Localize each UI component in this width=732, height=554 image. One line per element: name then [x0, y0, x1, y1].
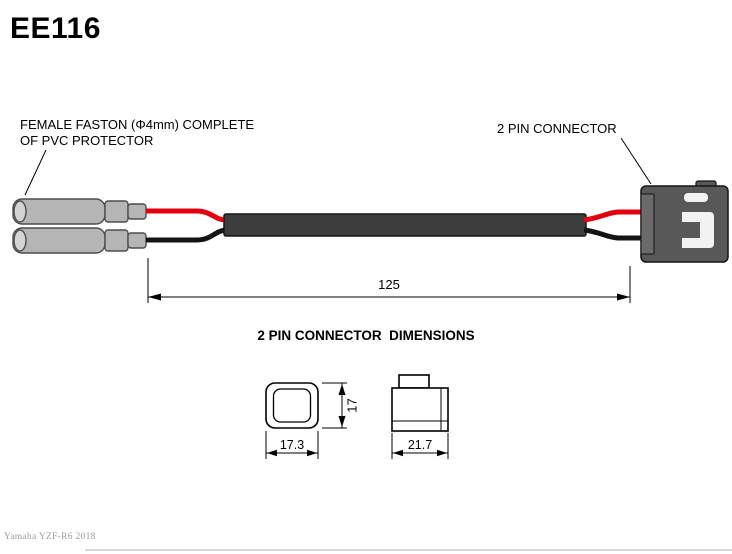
arrowhead-left: [393, 449, 403, 457]
connector-leader-line: [620, 137, 652, 185]
arrowhead-right: [617, 293, 630, 301]
connector-height-value: 17: [344, 398, 360, 413]
front-view-inner: [272, 388, 312, 423]
front-view-outer: [265, 382, 319, 429]
terminal-wire-grip: [127, 203, 147, 220]
faston-callout: FEMALE FASTON (Φ4mm) COMPLETE OF PVC PRO…: [20, 117, 254, 150]
terminal-crimp: [104, 229, 129, 252]
wire-red-right: [583, 209, 643, 223]
arrowhead-right: [307, 449, 317, 457]
terminal-sleeve: [12, 227, 106, 254]
connector-width-value: 17.3: [279, 438, 305, 452]
connector-side-view: [391, 374, 449, 432]
faston-terminal-top: [12, 198, 147, 225]
faston-callout-line1: FEMALE FASTON (Φ4mm) COMPLETE: [20, 117, 255, 132]
arrowhead-left: [148, 293, 161, 301]
arrowhead-right: [437, 449, 447, 457]
arrowhead-top: [338, 384, 346, 395]
connector-depth-value: 21.7: [407, 438, 433, 452]
wire-black-right: [583, 227, 643, 241]
dimension-front-width: [265, 431, 319, 459]
watermark-text: Yamaha YZF-R6 2018: [4, 532, 96, 542]
connector-cavity: [682, 212, 714, 248]
faston-leader-line: [24, 149, 47, 196]
arrowhead-bottom: [338, 416, 346, 427]
bottom-divider: [85, 549, 732, 551]
dimension-cable-length: [147, 258, 631, 303]
page-title: EE116: [10, 12, 101, 45]
side-view-body: [391, 387, 449, 432]
connector-flange: [640, 193, 655, 255]
wire-red-left: [146, 208, 227, 223]
cable-length-value: 125: [378, 277, 400, 292]
dimensions-section-title: 2 PIN CONNECTOR DIMENSIONS: [257, 328, 475, 343]
terminal-sleeve: [12, 198, 106, 225]
terminal-sleeve-opening: [13, 229, 27, 252]
arrowhead-left: [267, 449, 277, 457]
dimension-side-depth: [391, 433, 449, 459]
wire-black-left: [146, 227, 227, 243]
terminal-crimp: [104, 200, 129, 223]
connector-top-slot: [684, 193, 708, 202]
dimension-front-height: [322, 382, 347, 429]
connector-front-view: [265, 382, 319, 429]
faston-callout-line2: OF PVC PROTECTOR: [20, 133, 154, 149]
terminal-sleeve-opening: [13, 200, 27, 223]
terminal-wire-grip: [127, 232, 147, 249]
pin-connector: [640, 180, 729, 263]
faston-terminal-bottom: [12, 227, 147, 254]
side-view-tab: [398, 374, 430, 389]
cable-sheath: [223, 213, 587, 237]
leader-lines: [24, 137, 652, 196]
connector-callout: 2 PIN CONNECTOR: [497, 121, 617, 136]
